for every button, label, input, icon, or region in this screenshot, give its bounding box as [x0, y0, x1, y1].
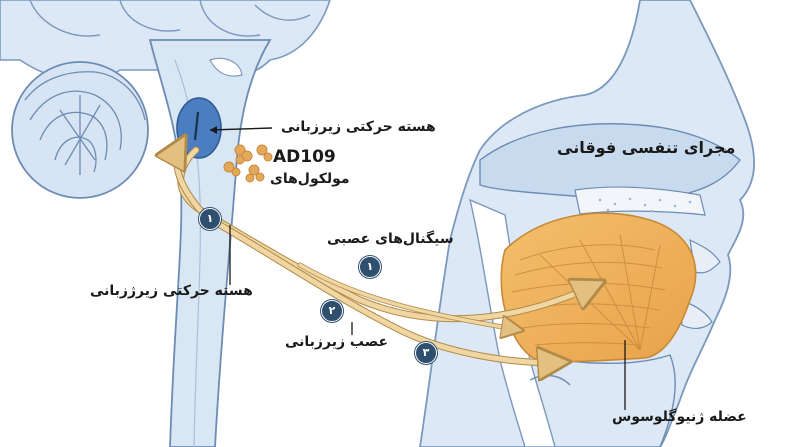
nerve-pathways — [177, 140, 600, 363]
label-molecules: مولکول‌های — [270, 171, 350, 187]
label-hypoglossal-nucleus-left: هسته حرکتی زیرژزبانی — [90, 283, 253, 299]
label-upper-airway: مجرای تنفسی فوقانی — [557, 138, 736, 157]
label-hypoglossal-nucleus-top: هسته حرکتی زیرزبانی — [281, 119, 436, 135]
ad109-molecules — [223, 144, 273, 183]
badge-step-1-mid: ۱ — [359, 256, 381, 278]
badge-step-3: ۳ — [415, 342, 437, 364]
label-hypoglossal-nerve: عصب زیرزبانی — [285, 334, 389, 350]
leader-lines — [229, 225, 626, 410]
badge-step-2: ۲ — [321, 300, 343, 322]
label-genioglossus-muscle: عضله ژنیوگلوسوس — [612, 409, 747, 425]
label-ad109: AD109 — [273, 147, 336, 167]
label-neural-signals: سیگنال‌های عصبی — [327, 231, 454, 247]
brain-region — [0, 0, 331, 447]
genioglossus-muscle — [500, 212, 697, 363]
badge-step-1-left: ۱ — [199, 208, 221, 230]
